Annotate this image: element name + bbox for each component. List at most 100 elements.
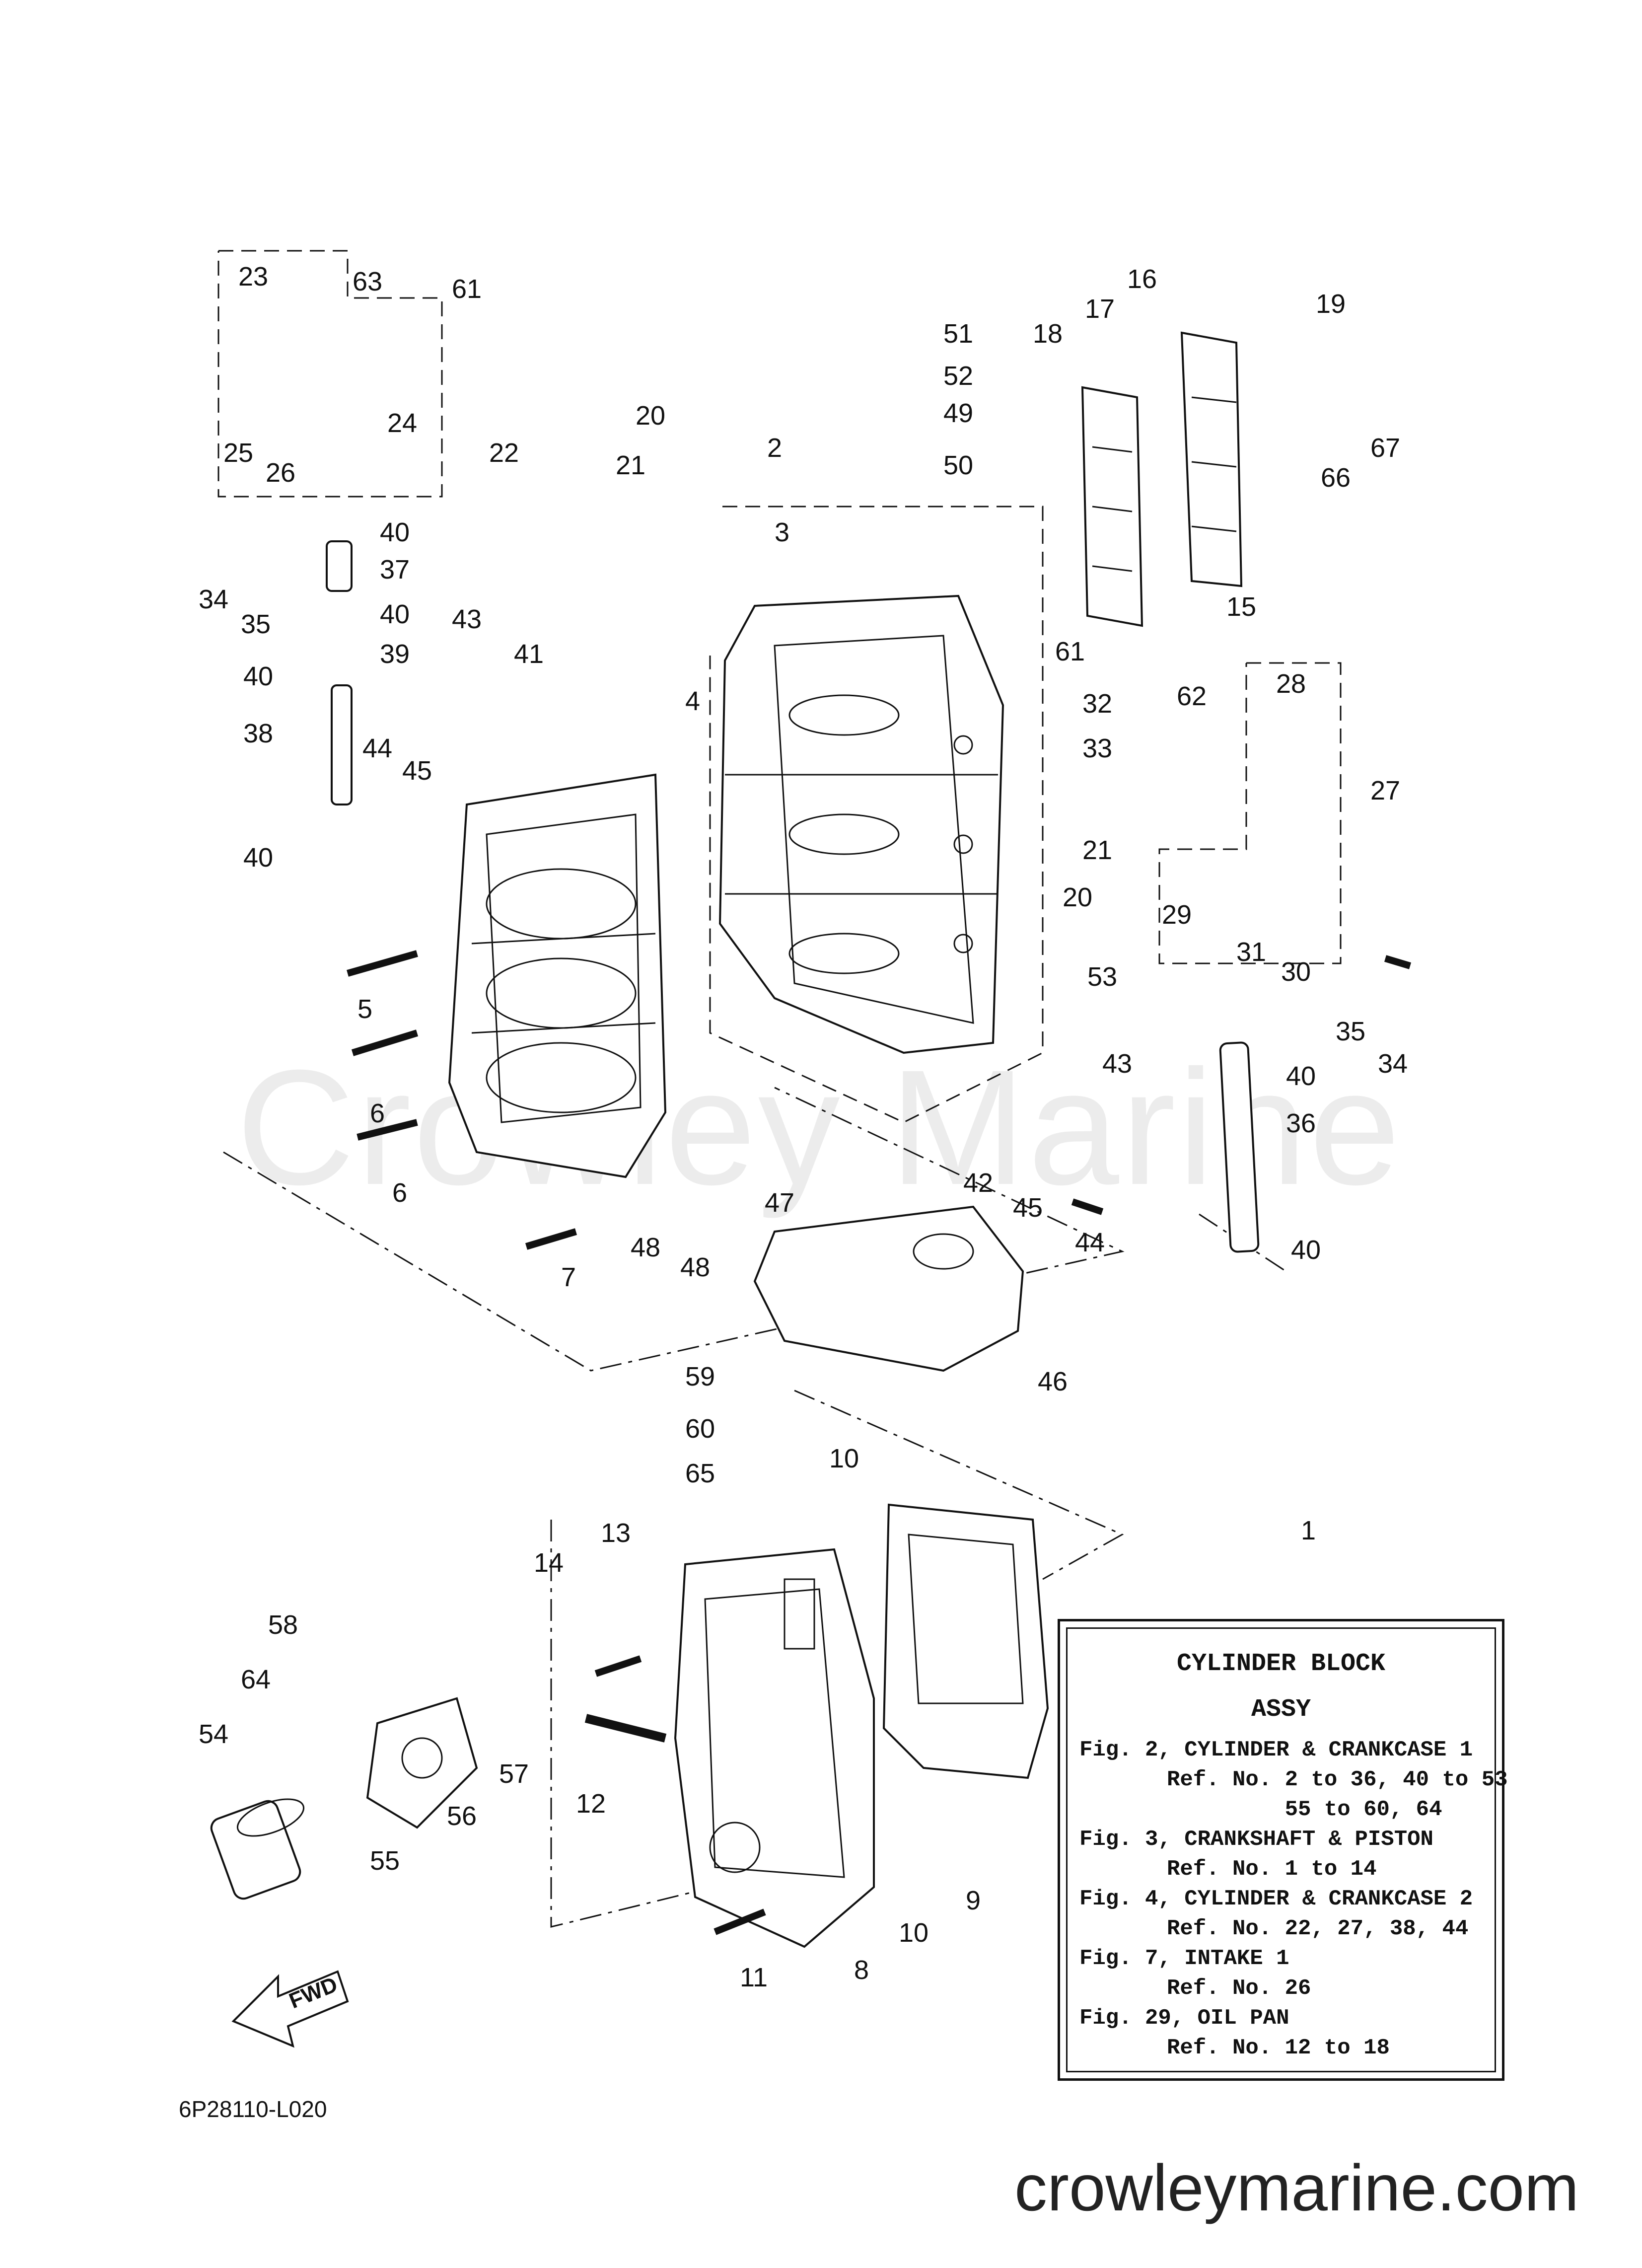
callout-28: 28 (1276, 669, 1306, 699)
callout-8: 8 (854, 1955, 869, 1985)
callout-40: 40 (380, 599, 410, 629)
callout-12: 12 (576, 1789, 606, 1819)
callout-7: 7 (561, 1262, 576, 1292)
callout-14: 14 (534, 1548, 564, 1578)
callout-48: 48 (680, 1252, 710, 1282)
joint-37-part (326, 540, 353, 592)
callout-6: 6 (392, 1178, 407, 1208)
callout-27: 27 (1370, 776, 1400, 805)
callout-20: 20 (1063, 882, 1092, 912)
pipe-36-part (1219, 1041, 1260, 1253)
callout-61: 61 (452, 274, 482, 304)
drawing-number: 6P28110-L020 (179, 2096, 327, 2122)
cylinder-head-cover-part (1081, 331, 1243, 627)
reference-refs: Ref. No. 12 to 18 (1167, 2036, 1390, 2060)
reference-refs: Ref. No. 1 to 14 (1167, 1857, 1377, 1882)
callout-52: 52 (943, 361, 973, 391)
callout-33: 33 (1082, 733, 1112, 763)
callout-43: 43 (1102, 1049, 1132, 1079)
callout-61: 61 (1055, 637, 1085, 666)
callout-60: 60 (685, 1414, 715, 1444)
reference-refs: 55 to 60, 64 (1167, 1797, 1442, 1822)
callout-32: 32 (1082, 689, 1112, 719)
gasket-9-part (882, 1503, 1049, 1779)
filter-housing-part (366, 1697, 478, 1829)
callout-31: 31 (1236, 937, 1266, 967)
callout-40: 40 (243, 661, 273, 691)
callout-64: 64 (241, 1665, 271, 1694)
reference-fig: Fig. 3, CRANKSHAFT & PISTON (1079, 1827, 1433, 1852)
callout-22: 22 (489, 438, 519, 468)
callout-17: 17 (1085, 294, 1115, 324)
callout-41: 41 (514, 639, 544, 669)
callout-10: 10 (899, 1918, 928, 1948)
callout-1: 1 (1301, 1516, 1316, 1545)
callout-18: 18 (1033, 319, 1063, 349)
callout-49: 49 (943, 398, 973, 428)
group-box-cylinder (709, 506, 1044, 1123)
callout-46: 46 (1038, 1367, 1068, 1396)
reference-fig: Fig. 2, CYLINDER & CRANKCASE 1 (1079, 1738, 1473, 1762)
callout-20: 20 (636, 401, 665, 431)
callout-51: 51 (943, 319, 973, 349)
callout-26: 26 (266, 458, 295, 488)
callout-43: 43 (452, 604, 482, 634)
callout-11: 11 (740, 1963, 768, 1992)
callout-6: 6 (370, 1098, 385, 1128)
callout-labels: 23 63 61 25 26 24 22 40 37 40 39 40 38 4… (199, 262, 1408, 1992)
oil-pan-part (674, 1548, 875, 1948)
callout-47: 47 (765, 1188, 794, 1218)
callout-40: 40 (380, 517, 410, 547)
callout-13: 13 (601, 1518, 631, 1548)
callout-45: 45 (1013, 1193, 1043, 1223)
reference-refs: Ref. No. 22, 27, 38, 44 (1167, 1916, 1469, 1941)
callout-56: 56 (447, 1801, 477, 1831)
callout-40: 40 (1291, 1235, 1321, 1265)
callout-5: 5 (357, 994, 372, 1024)
callout-42: 42 (963, 1168, 993, 1198)
callout-21: 21 (616, 450, 645, 480)
callout-9: 9 (966, 1886, 981, 1915)
callout-36: 36 (1286, 1108, 1316, 1138)
callout-40: 40 (1286, 1061, 1316, 1091)
callout-38: 38 (243, 719, 273, 748)
reference-fig: Fig. 4, CYLINDER & CRANKCASE 2 (1079, 1887, 1473, 1911)
reference-fig: Fig. 29, OIL PAN (1079, 2006, 1289, 2031)
callout-44: 44 (362, 733, 392, 763)
gasket-46-part (753, 1205, 1024, 1372)
callout-63: 63 (353, 267, 382, 296)
callout-2: 2 (767, 433, 782, 463)
callout-39: 39 (380, 639, 410, 669)
bolt-parts (347, 950, 1412, 1935)
callout-57: 57 (499, 1759, 529, 1789)
callout-48: 48 (631, 1233, 660, 1262)
callout-19: 19 (1316, 289, 1346, 319)
reference-list: Fig. 2, CYLINDER & CRANKCASE 1 Ref. No. … (1068, 1735, 1508, 2063)
callout-45: 45 (402, 756, 432, 786)
pipe-38-part (331, 684, 353, 805)
callout-54: 54 (199, 1719, 228, 1749)
reference-box: CYLINDER BLOCK ASSY Fig. 2, CYLINDER & C… (1058, 1619, 1508, 2081)
callout-29: 29 (1162, 900, 1192, 930)
callout-4: 4 (685, 686, 700, 716)
callout-15: 15 (1226, 592, 1256, 622)
reference-fig: Fig. 7, INTAKE 1 (1079, 1946, 1289, 1971)
callout-24: 24 (387, 408, 417, 438)
callout-58: 58 (268, 1610, 298, 1640)
callout-55: 55 (370, 1846, 400, 1876)
callout-67: 67 (1370, 433, 1400, 463)
callout-37: 37 (380, 555, 410, 585)
reference-refs: Ref. No. 2 to 36, 40 to 53 (1167, 1767, 1508, 1792)
group-line-oilpan-right (794, 1390, 1124, 1580)
callout-25: 25 (223, 438, 253, 468)
callout-10: 10 (829, 1444, 859, 1473)
callout-59: 59 (685, 1362, 715, 1391)
reference-box-inner: CYLINDER BLOCK ASSY Fig. 2, CYLINDER & C… (1066, 1627, 1508, 2072)
callout-23: 23 (238, 262, 268, 292)
cylinder-block-part (718, 594, 1004, 1054)
watermark: Crowley Marine (236, 1035, 1403, 1219)
fwd-arrow: FWD (231, 1970, 349, 2048)
callout-34: 34 (199, 585, 228, 614)
